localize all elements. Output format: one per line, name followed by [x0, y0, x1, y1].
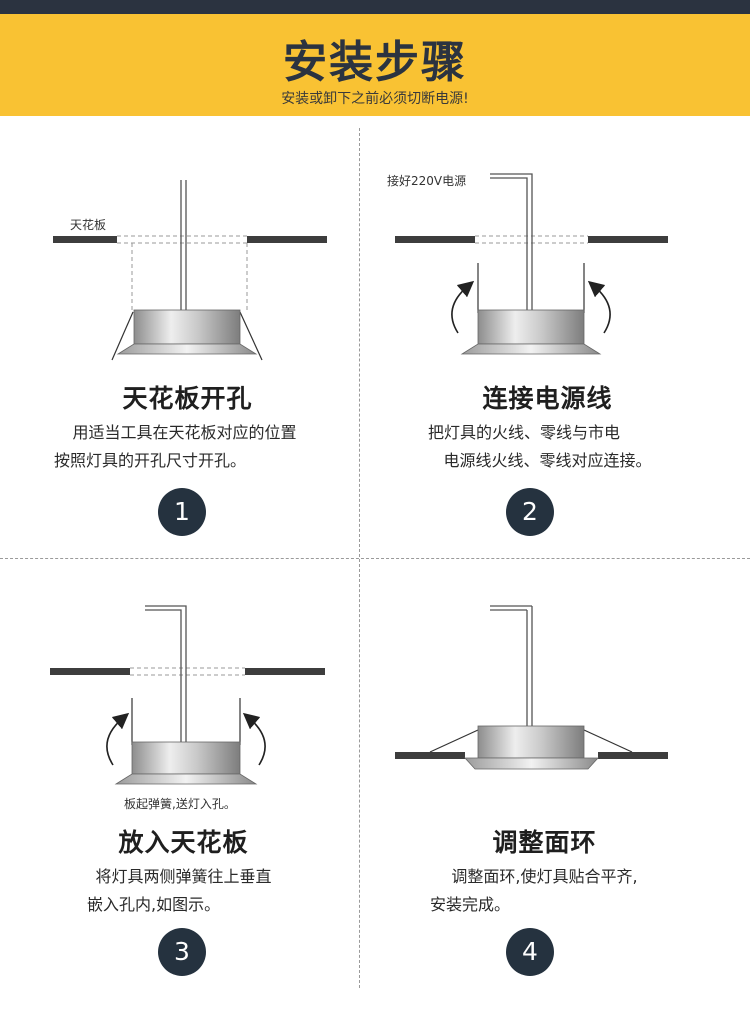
step-4-title: 调整面环: [492, 828, 597, 857]
horizontal-divider: [0, 558, 750, 559]
step-4-badge: 4: [506, 928, 554, 976]
step-2-diagram: [395, 173, 668, 355]
step-3-badge: 3: [158, 928, 206, 976]
step-3-desc-line-1: 将灯具两侧弹簧往上垂直: [95, 867, 272, 886]
step-2-desc-line-2: 电源线火线、零线对应连接。: [443, 451, 652, 470]
spring-label: 板起弹簧,送灯入孔。: [124, 797, 236, 811]
step-4-desc-line-2: 安装完成。: [430, 895, 511, 914]
page-subtitle: 安装或卸下之前必须切断电源!: [281, 91, 469, 107]
top-bar: [0, 0, 750, 14]
page-title: 安装步骤: [283, 37, 467, 88]
step-3: 板起弹簧,送灯入孔。 放入天花板 将灯具两侧弹簧往上垂直 嵌入孔内,如图示。 3: [0, 560, 375, 1000]
step-4-description: 调整面环,使灯具贴合平齐, 安装完成。: [357, 863, 732, 919]
ceiling-label: 天花板: [70, 218, 107, 232]
step-1-diagram: [53, 180, 327, 361]
step-2-badge: 2: [506, 488, 554, 536]
step-3-title: 放入天花板: [118, 828, 249, 857]
step-1-description: 用适当工具在天花板对应的位置 按照灯具的开孔尺寸开孔。: [0, 419, 372, 475]
step-1-desc-line-2: 按照灯具的开孔尺寸开孔。: [54, 451, 247, 470]
step-3-desc-line-2: 嵌入孔内,如图示。: [87, 895, 221, 914]
step-2-description: 把灯具的火线、零线与市电 电源线火线、零线对应连接。: [360, 419, 735, 475]
step-4-desc-line-1: 调整面环,使灯具贴合平齐,: [451, 867, 638, 886]
step-1-badge: 1: [158, 488, 206, 536]
power-label: 接好220V电源: [387, 174, 467, 188]
step-1-title: 天花板开孔: [122, 384, 253, 413]
step-1-desc-line-1: 用适当工具在天花板对应的位置: [72, 423, 297, 442]
step-4-diagram: [395, 605, 668, 770]
step-3-description: 将灯具两侧弹簧往上垂直 嵌入孔内,如图示。: [0, 863, 371, 919]
step-2: 接好220V电源 连接电源线 把灯具的火线、零线与市电 电源线火线、零线对应连接…: [360, 128, 735, 568]
step-2-desc-line-1: 把灯具的火线、零线与市电: [428, 423, 621, 442]
step-3-diagram: [50, 605, 325, 785]
step-4: 调整面环 调整面环,使灯具贴合平齐, 安装完成。 4: [360, 560, 735, 1000]
step-2-title: 连接电源线: [482, 384, 613, 413]
header-banner: 安装步骤 安装或卸下之前必须切断电源!: [0, 14, 750, 116]
step-1: 天花板 天花板开孔 用适当工具在天花板对应的位置 按照灯具的开孔尺寸开孔。 1: [0, 128, 375, 568]
